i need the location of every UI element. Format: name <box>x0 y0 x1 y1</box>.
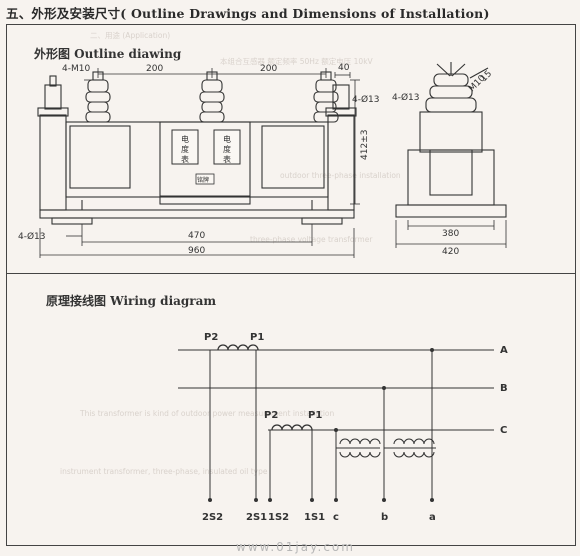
pt-coil-1 <box>339 438 381 445</box>
pt-coil-1b <box>339 451 381 458</box>
dim-13-bottom: 4-Ø13 <box>18 231 46 242</box>
meter-right-char: 电 <box>223 134 231 144</box>
meter-right <box>213 129 241 165</box>
terminal-label: 2S2 <box>202 512 223 523</box>
bushing-middle <box>199 71 225 123</box>
meter-left-char: 度 <box>181 144 189 154</box>
pt-coil-2 <box>393 438 435 445</box>
ct-c-p2: P2 <box>264 410 278 421</box>
base-frame <box>39 209 355 219</box>
left-insulator-cap <box>37 107 69 117</box>
show-through-text: 二、用途 (Application) <box>90 31 171 40</box>
terminal-label: b <box>381 512 388 523</box>
terminal-dots <box>208 348 434 502</box>
frame-divider <box>6 273 576 274</box>
meter-left <box>171 129 199 165</box>
outline-title: 外形图 Outline diawing <box>34 47 182 61</box>
left-terminal-stud <box>49 75 57 87</box>
ct-a-p1: P1 <box>250 332 264 343</box>
meter-right-char: 度 <box>223 144 231 154</box>
line-b-label: B <box>500 383 508 394</box>
nameplate-text: 铭牌 <box>197 176 209 184</box>
dim-420: 420 <box>442 247 459 257</box>
terminal-label: 1S2 <box>268 512 289 523</box>
side-base <box>395 204 507 218</box>
ct-a-coil <box>217 344 259 351</box>
dim-470: 470 <box>188 231 205 241</box>
dim-380: 380 <box>442 229 459 239</box>
show-through-text: three-phase voltage transformer <box>250 235 373 244</box>
ct-c-p1: P1 <box>308 410 322 421</box>
dim-13-right: 4-Ø13 <box>352 94 380 105</box>
show-through-text: instrument transformer, three-phase, ins… <box>60 467 268 476</box>
ct-c-coil <box>271 424 313 431</box>
show-through-text: outdoor three-phase installation <box>280 171 401 180</box>
right-insulator-body <box>327 114 355 211</box>
meter-box <box>159 121 251 205</box>
dim-13-side: 4-Ø13 <box>392 92 420 103</box>
pt-coil-2b <box>393 451 435 458</box>
energy-meters <box>171 129 241 165</box>
drawing-frame <box>6 24 576 546</box>
dim-200-left: 200 <box>146 64 163 74</box>
terminal-label: 1S1 <box>304 512 325 523</box>
dim-lines-bottom <box>39 224 355 258</box>
meter-right-char: 表 <box>223 154 231 164</box>
meter-left-char: 电 <box>181 134 189 144</box>
bushing-left <box>85 71 111 123</box>
left-panel <box>69 125 131 189</box>
nameplate <box>195 173 215 185</box>
line-a-label: A <box>500 345 508 356</box>
section-heading: 五、外形及安装尺寸( Outline Drawings and Dimensio… <box>6 6 490 21</box>
watermark: www.01jay.com <box>236 540 355 554</box>
dim-200-right: 200 <box>260 64 277 74</box>
side-bushing-base <box>419 111 483 153</box>
left-insulator-top <box>44 84 62 110</box>
line-c-label: C <box>500 425 507 436</box>
wiring-title: 原理接线图 Wiring diagram <box>46 294 217 308</box>
left-insulator-body <box>39 114 67 211</box>
meter-left-char: 表 <box>181 154 189 164</box>
dim-960: 960 <box>188 246 205 256</box>
show-through-text: 本组合互感器 额定频率 50Hz 额定电压 10kV <box>220 57 373 66</box>
terminal-label: c <box>333 512 339 523</box>
side-body <box>429 149 473 196</box>
right-panel <box>261 125 325 189</box>
side-tank <box>407 149 495 206</box>
dim-m10: 4-M10 <box>62 64 90 74</box>
side-view <box>395 62 507 218</box>
dim-lines-top <box>84 68 360 205</box>
dim-412: 412±3 <box>360 130 370 160</box>
ct-a-p2: P2 <box>204 332 218 343</box>
wiring-lines <box>178 344 494 500</box>
dim-40: 40 <box>338 63 350 73</box>
terminal-labels: 2S2 2S1 1S2 1S1 c b a <box>202 512 436 523</box>
front-view <box>37 71 357 225</box>
show-through-text: This transformer is kind of outdoor powe… <box>80 409 335 418</box>
terminal-label: a <box>429 512 436 523</box>
terminal-label: 2S1 <box>246 512 267 523</box>
side-dim-lines <box>395 220 507 248</box>
